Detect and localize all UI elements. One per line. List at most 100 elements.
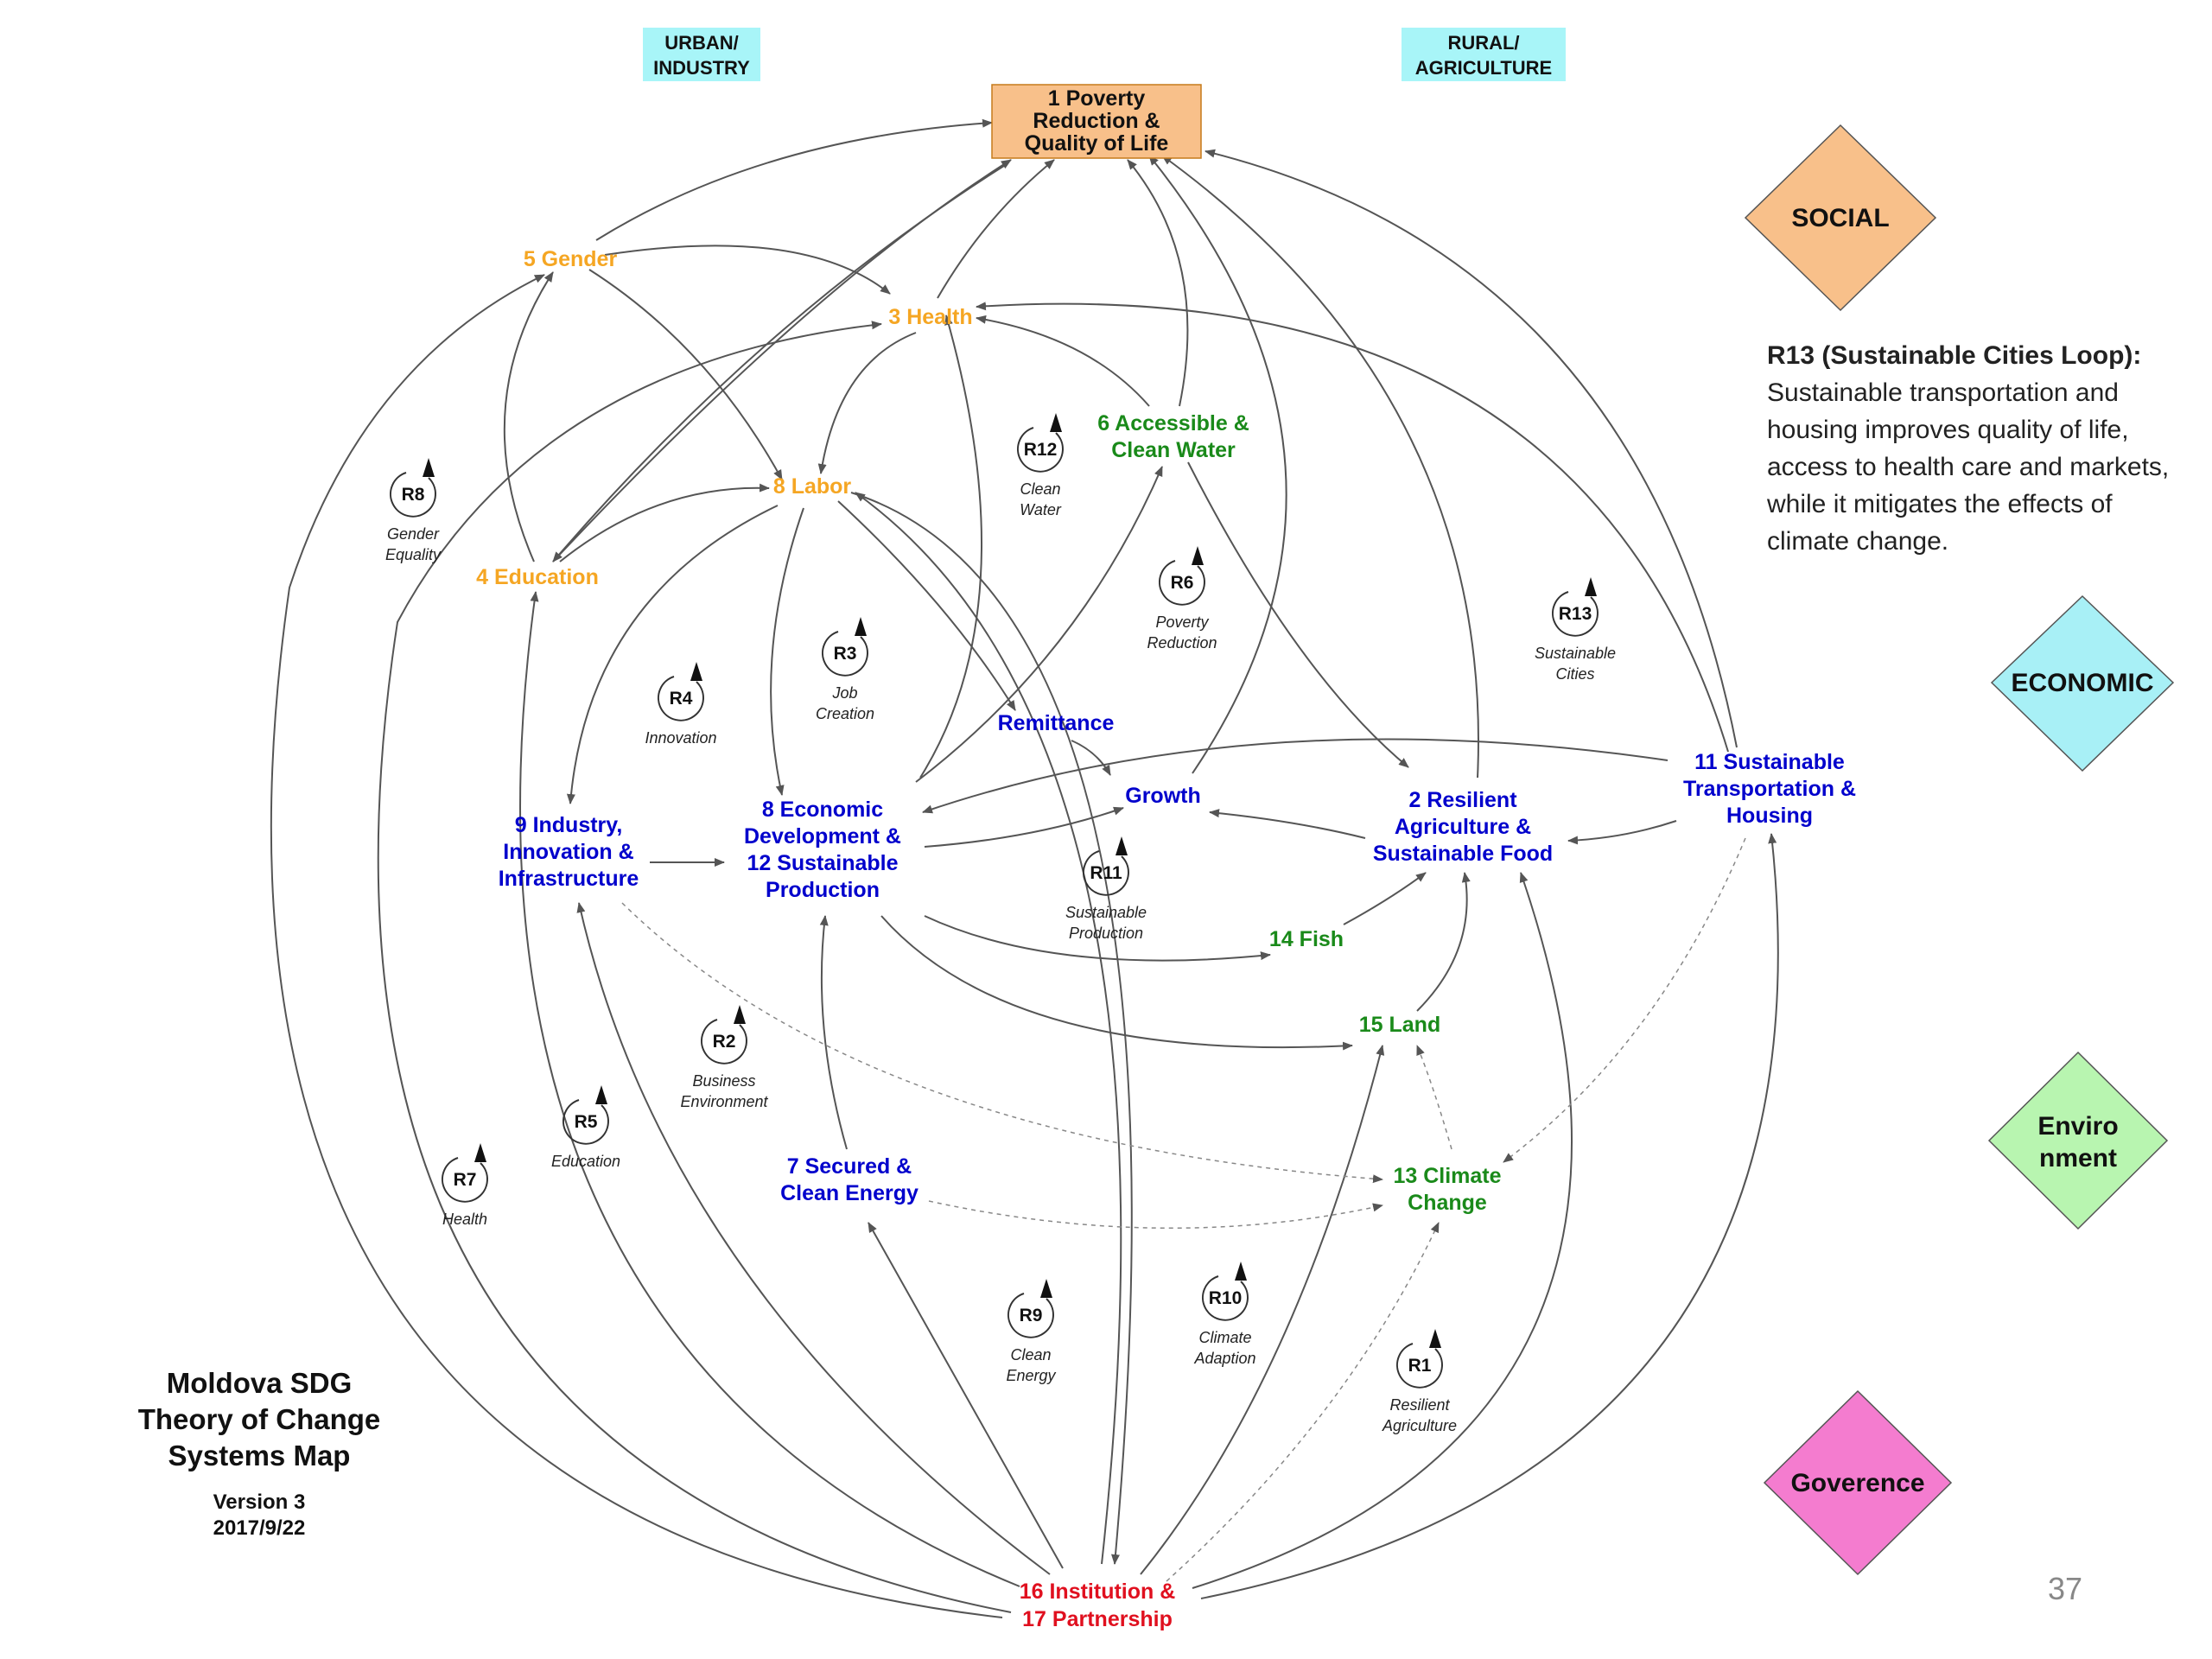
svg-text:Goverence: Goverence (1790, 1469, 1924, 1497)
loop-arc (1552, 591, 1599, 637)
svg-text:Change: Change (1408, 1191, 1487, 1215)
loop-caption: Clean (1020, 480, 1060, 498)
svg-text:7 Secured &: 7 Secured & (787, 1154, 912, 1179)
svg-text:5 Gender: 5 Gender (524, 247, 618, 271)
link-econ-growth (924, 806, 1124, 848)
reinforcing-loops: R8GenderEqualityR12CleanWaterR6PovertyRe… (385, 413, 1616, 1434)
link-water-agri (1187, 461, 1409, 768)
loop-arc (701, 1019, 747, 1065)
legend-social: SOCIAL (1744, 124, 1937, 312)
link-transport-health (976, 302, 1729, 753)
svg-text:Clean Energy: Clean Energy (780, 1181, 918, 1205)
link-institution-health (377, 321, 1012, 1613)
page-number: 37 (2048, 1571, 2083, 1606)
loop-caption: Production (1069, 925, 1143, 942)
loop-caption: Cities (1555, 665, 1594, 683)
loop-arc (1396, 1343, 1443, 1389)
loop-id-label: R12 (1024, 440, 1058, 460)
svg-text:11 Sustainable: 11 Sustainable (1694, 750, 1845, 774)
loop-arrowhead (1192, 546, 1204, 565)
svg-text:Housing: Housing (1726, 804, 1813, 828)
node-2-agriculture: 2 Resilient Agriculture & Sustainable Fo… (1373, 788, 1553, 866)
loop-caption: Resilient (1389, 1396, 1450, 1414)
loop-arc (1017, 427, 1064, 473)
link-institution-gender (270, 274, 1003, 1618)
loop-arc (1007, 1293, 1054, 1338)
link-health-poverty (937, 159, 1055, 299)
link-transport-poverty (1205, 149, 1738, 748)
loop-caption: Poverty (1155, 613, 1209, 631)
loop-id-label: R5 (575, 1112, 598, 1132)
link-institution-education (519, 591, 1020, 1587)
loop-caption: Energy (1006, 1367, 1056, 1384)
link-remittance-growth (1071, 740, 1111, 776)
loop-caption: Gender (387, 525, 440, 543)
link-labor-econ (770, 507, 804, 796)
loop-arrowhead (1235, 1262, 1247, 1281)
link-labor-institution (850, 492, 1133, 1565)
link-institution-transport (1200, 833, 1779, 1599)
loop-arrowhead (423, 458, 435, 477)
link-climate-land (1416, 1045, 1452, 1150)
loop-arc (1202, 1275, 1249, 1321)
node-11-transport: 11 Sustainable Transportation & Housing (1683, 750, 1856, 828)
svg-text:2 Resilient: 2 Resilient (1408, 788, 1517, 812)
node-6-water: 6 Accessible & Clean Water (1097, 411, 1249, 462)
svg-text:13 Climate: 13 Climate (1393, 1164, 1501, 1188)
node-15-land: 15 Land (1359, 1013, 1440, 1037)
link-gender-labor (588, 269, 783, 480)
loop-caption: Job (831, 684, 857, 702)
loop-caption: Climate (1198, 1329, 1251, 1346)
node-5-gender: 5 Gender (524, 247, 618, 271)
loop-id-label: R7 (454, 1170, 477, 1190)
loop-arc (1159, 560, 1205, 606)
svg-text:15 Land: 15 Land (1359, 1013, 1440, 1037)
loop-arrowhead (595, 1085, 607, 1104)
svg-text:nment: nment (2039, 1144, 2117, 1173)
svg-text:8 Labor: 8 Labor (773, 474, 852, 499)
svg-text:Transportation &: Transportation & (1683, 777, 1856, 801)
loop-arrowhead (855, 617, 867, 636)
map-title-line-1: Moldova SDG (166, 1367, 353, 1399)
svg-text:Infrastructure: Infrastructure (499, 867, 639, 891)
node-8-labor: 8 Labor (773, 474, 852, 499)
legend-governance: Goverence (1763, 1389, 1953, 1576)
link-institution-labor (855, 492, 1122, 1565)
loop-id-label: R8 (402, 485, 425, 505)
svg-text:17 Partnership: 17 Partnership (1022, 1607, 1173, 1631)
link-education-gender (503, 271, 554, 563)
svg-text:Sustainable Food: Sustainable Food (1373, 842, 1553, 866)
legend-environment: Enviro nment (1987, 1051, 2169, 1230)
node-14-fish: 14 Fish (1269, 927, 1344, 951)
loop-caption: Clean (1010, 1346, 1051, 1363)
link-institution-agri (1192, 872, 1573, 1589)
header-rural: RURAL/ AGRICULTURE (1402, 28, 1566, 81)
loop-arrowhead (1116, 836, 1128, 855)
link-gender-health (604, 245, 891, 295)
svg-text:3 Health: 3 Health (888, 305, 972, 329)
map-title-line-3: Systems Map (168, 1440, 351, 1471)
loop-id-label: R2 (713, 1032, 736, 1052)
loop-arc (1083, 850, 1129, 896)
header-urban: URBAN/ INDUSTRY (643, 28, 760, 81)
link-transport-climate (1503, 837, 1746, 1163)
loop-caption: Creation (816, 705, 874, 722)
loop-id-label: R4 (670, 689, 693, 709)
link-labor-remittance (837, 500, 1016, 711)
loop-caption: Adaption (1193, 1350, 1255, 1367)
loop-id-label: R13 (1559, 604, 1592, 624)
svg-text:AGRICULTURE: AGRICULTURE (1415, 57, 1552, 79)
svg-text:Production: Production (766, 878, 880, 902)
node-4-education: 4 Education (476, 565, 599, 589)
loop-id-label: R1 (1408, 1356, 1432, 1376)
link-industry-climate (621, 902, 1383, 1184)
loop-id-label: R11 (1090, 863, 1122, 883)
svg-text:SOCIAL: SOCIAL (1791, 204, 1889, 232)
